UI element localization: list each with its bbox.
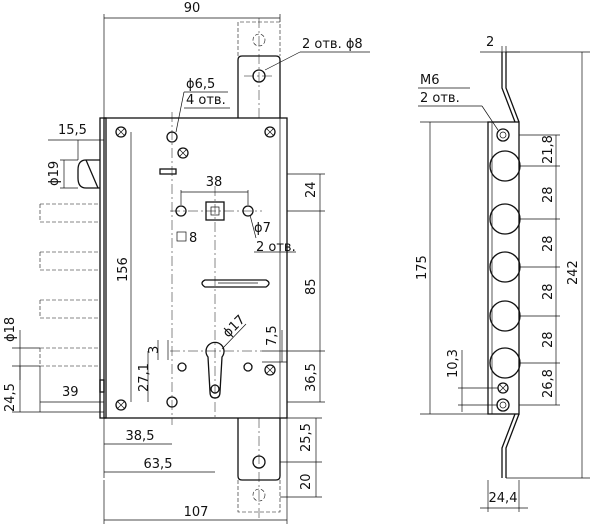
thread-hole-top: [496, 128, 510, 142]
cylinder-hole-low: [210, 384, 220, 394]
dim-side-26-8: 26,8: [541, 369, 556, 398]
latch-bolt: [77, 159, 100, 189]
side-top-bracket: [501, 52, 516, 123]
square-8-box: [176, 231, 187, 242]
lock-body: [103, 117, 288, 419]
dim-side-2: 2: [486, 35, 494, 50]
dim-24-5: 24,5: [3, 383, 18, 412]
dim-36-5: 36,5: [304, 363, 319, 392]
dim-dia17: ϕ17: [220, 312, 248, 340]
screw-bottom-right: [264, 364, 276, 376]
faceplate: [99, 117, 107, 419]
dim-hole7: ϕ7: [254, 221, 271, 236]
cylinder-cutout: [205, 341, 225, 399]
dim-hole65-count: 4 отв.: [186, 93, 226, 108]
dim-side-28c: 28: [541, 283, 556, 300]
dim-3: 3: [147, 346, 162, 354]
side-bolt-3: [489, 251, 521, 283]
cylinder-hole-right: [243, 362, 253, 372]
dim-dia18: ϕ18: [3, 317, 18, 342]
dim-width-bottom: 107: [184, 505, 209, 520]
dim-square-spacing: 38: [206, 175, 223, 190]
dim-side-10-3: 10,3: [446, 349, 461, 378]
latch-slot: [201, 279, 270, 288]
screw-bottom-left: [115, 399, 127, 411]
dim-63-5: 63,5: [144, 457, 173, 472]
side-bolt-4: [489, 300, 521, 332]
bottom-tab-ghost: [237, 480, 281, 513]
screw-top-left: [115, 126, 127, 138]
dim-side-175: 175: [415, 255, 430, 280]
side-bolt-5: [489, 347, 521, 379]
side-screw: [497, 382, 509, 394]
dim-hole65: ϕ6,5: [186, 77, 215, 92]
dim-20: 20: [299, 473, 314, 490]
screw-middle: [177, 147, 189, 159]
bolt-2: [39, 251, 100, 271]
bolt-1: [39, 203, 100, 223]
dim-side-24-4: 24,4: [489, 491, 518, 506]
side-bottom-bracket: [501, 413, 516, 478]
small-slot: [159, 168, 177, 175]
cylinder-hole-left: [177, 362, 187, 372]
dim-h156: 156: [116, 257, 131, 282]
front-view: 90 2 отв. ϕ8 ϕ6,5 4 отв. 15,5 ϕ19 38 8 ϕ…: [3, 1, 370, 524]
side-bolt-1: [489, 150, 521, 182]
dim-25-5: 25,5: [299, 423, 314, 452]
side-bolt-2: [489, 203, 521, 235]
side-plate: [487, 121, 520, 415]
dim-39: 39: [62, 385, 79, 400]
dim-7-5: 7,5: [265, 325, 280, 346]
dim-side-28a: 28: [541, 186, 556, 203]
bolt-3: [39, 299, 100, 319]
dim-holes-top: 2 отв. ϕ8: [302, 37, 363, 52]
thread-hole-bottom: [496, 398, 510, 412]
dim-h85: 85: [304, 278, 319, 295]
screw-top-right: [264, 126, 276, 138]
latch-side: [99, 379, 105, 393]
dim-width-top: 90: [184, 1, 201, 16]
dim-thread-count: 2 отв.: [420, 91, 460, 106]
dim-top-24: 24: [304, 181, 319, 198]
bottom-tab-hole-ghost: [252, 488, 266, 502]
dim-hole7-count: 2 отв.: [256, 240, 296, 255]
side-view: 2 M6 2 отв. 175 242 21,8 28 28 28 28 26,…: [415, 35, 590, 512]
dim-38-5: 38,5: [126, 429, 155, 444]
dim-27-1: 27,1: [137, 363, 152, 392]
dim-side-242: 242: [566, 260, 581, 285]
dim-side-21-8: 21,8: [541, 135, 556, 164]
bolt-4: [39, 347, 100, 367]
dim-square-size: 8: [189, 231, 197, 246]
dim-thread: M6: [420, 73, 440, 88]
dim-bolt-dia: ϕ19: [47, 161, 62, 186]
dim-side-28d: 28: [541, 331, 556, 348]
dim-bolt-offset: 15,5: [58, 123, 87, 138]
dim-side-28b: 28: [541, 235, 556, 252]
